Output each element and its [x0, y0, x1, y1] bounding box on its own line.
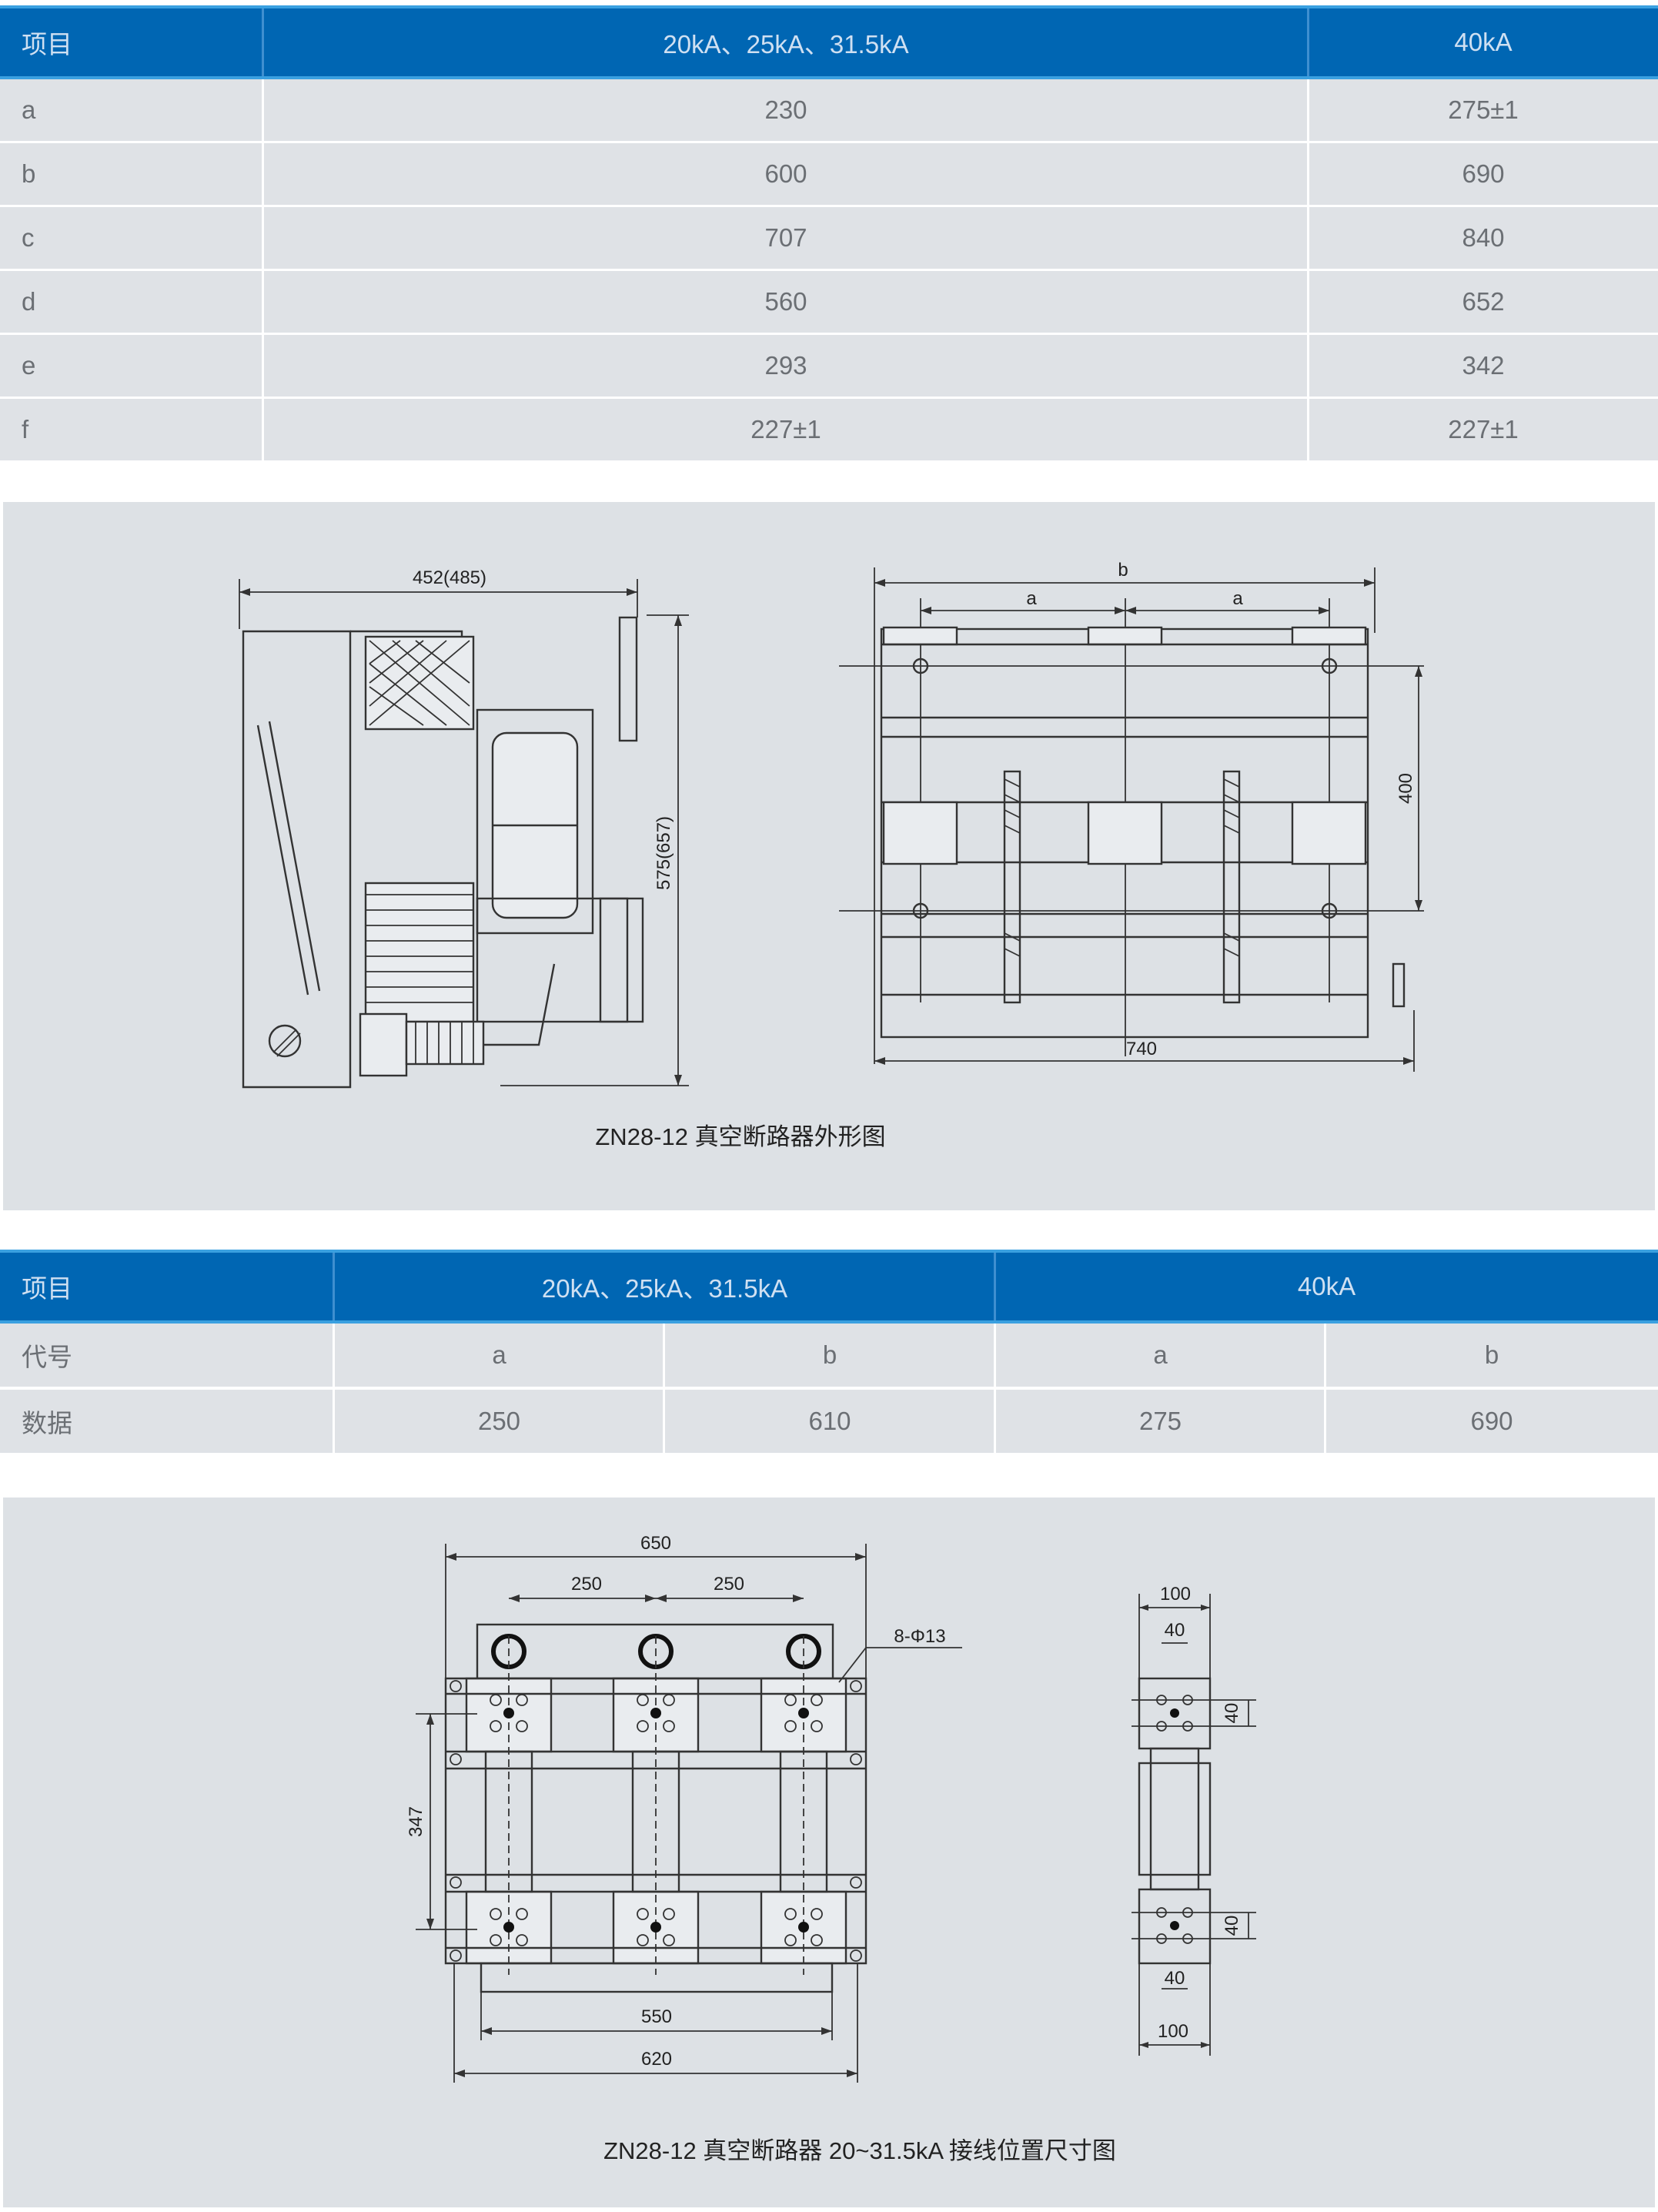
side-40-right-bottom-label: 40 [1222, 1916, 1242, 1936]
front-view: 650 250 250 8-Φ13 347 550 620 [406, 1533, 962, 2083]
cell: 275 [1138, 1407, 1182, 1435]
row-label: e [22, 351, 36, 380]
side-view: 452(485) 575(657) [239, 567, 689, 1089]
table-row-code: 代号 a b a b [0, 1324, 1658, 1387]
header-item: 项目 [22, 30, 72, 59]
figure2-caption: ZN28-12 真空断路器 20~31.5kA 接线位置尺寸图 [603, 2137, 1116, 2164]
table2-header: 项目 20kA、25kA、31.5kA 40kA [0, 1250, 1658, 1324]
wiring-drawing: 650 250 250 8-Φ13 347 550 620 [406, 1533, 1256, 2164]
front-a2-label: a [1232, 588, 1243, 609]
row-label: d [22, 287, 36, 316]
row-label: c [22, 223, 35, 252]
cell: 652 [1462, 287, 1505, 316]
cell: b [1484, 1340, 1499, 1369]
cell: 707 [764, 223, 807, 252]
cell: 342 [1462, 351, 1505, 380]
cell: 610 [808, 1407, 851, 1435]
front-view: b a a 400 740 [839, 560, 1424, 1072]
cell: 230 [764, 95, 807, 124]
cell: b [822, 1340, 837, 1369]
dim-620-label: 620 [641, 2049, 672, 2070]
side-40-bottom-label: 40 [1165, 1968, 1185, 1989]
cell: 250 [477, 1407, 521, 1435]
outline-drawing-panel: 452(485) 575(657) [3, 502, 1655, 1210]
cell: 275±1 [1448, 95, 1519, 124]
row-label: 代号 [22, 1343, 72, 1371]
cell: 227±1 [750, 415, 821, 443]
cell: 600 [764, 159, 807, 188]
side-100-top-label: 100 [1160, 1584, 1191, 1605]
side-width-label: 452(485) [413, 567, 486, 588]
table-row: f 227±1 227±1 [0, 399, 1658, 460]
side-100-bottom-label: 100 [1158, 2021, 1188, 2042]
outline-drawing: 452(485) 575(657) [239, 560, 1424, 1150]
dim-250-left-label: 250 [571, 1574, 602, 1595]
header-40kA: 40kA [1297, 1272, 1356, 1300]
row-label: b [22, 159, 36, 188]
header-20-31kA: 20kA、25kA、31.5kA [541, 1274, 788, 1303]
wiring-drawing-panel: 650 250 250 8-Φ13 347 550 620 [3, 1498, 1655, 2207]
dimension-table-1: 项目 20kA、25kA、31.5kA 40kA a 230 275±1 b 600 69… [0, 5, 1658, 463]
table-row-data: 数据 250 610 275 690 [0, 1390, 1658, 1453]
side-40-right-top-label: 40 [1222, 1703, 1242, 1724]
table-row: d 560 652 [0, 271, 1658, 333]
cell: 560 [764, 287, 807, 316]
front-b-label: b [1118, 560, 1128, 581]
cell: a [492, 1340, 506, 1369]
table-row: e 293 342 [0, 335, 1658, 397]
cell: 293 [764, 351, 807, 380]
row-label: 数据 [22, 1409, 72, 1437]
table1-header: 项目 20kA、25kA、31.5kA 40kA [0, 5, 1658, 79]
header-40kA: 40kA [1454, 28, 1513, 56]
side-view: 100 40 40 100 40 40 [1132, 1584, 1256, 2056]
row-label: f [22, 415, 29, 443]
front-a1-label: a [1026, 588, 1037, 609]
dim-650-label: 650 [640, 1533, 671, 1554]
table-row: b 600 690 [0, 143, 1658, 205]
header-item: 项目 [22, 1274, 72, 1303]
side-height-label: 575(657) [654, 816, 674, 890]
cell: a [1153, 1340, 1168, 1369]
dim-550-label: 550 [641, 2006, 672, 2027]
cell: 690 [1462, 159, 1505, 188]
hole-note-label: 8-Φ13 [894, 1626, 945, 1647]
front-400-label: 400 [1396, 773, 1416, 804]
dim-347-label: 347 [406, 1806, 426, 1837]
cell: 840 [1462, 223, 1505, 252]
table-row: a 230 275±1 [0, 79, 1658, 141]
row-label: a [22, 95, 36, 124]
front-740-label: 740 [1126, 1039, 1157, 1059]
header-20-31kA: 20kA、25kA、31.5kA [663, 30, 909, 59]
table-row: c 707 840 [0, 207, 1658, 269]
cell: 227±1 [1448, 415, 1519, 443]
side-40-top-label: 40 [1165, 1620, 1185, 1641]
cell: 690 [1470, 1407, 1513, 1435]
dim-250-right-label: 250 [714, 1574, 744, 1595]
dimension-table-2: 项目 20kA、25kA、31.5kA 40kA 代号 a b a b 数据 2… [0, 1250, 1658, 1453]
figure1-caption: ZN28-12 真空断路器外形图 [595, 1123, 885, 1150]
